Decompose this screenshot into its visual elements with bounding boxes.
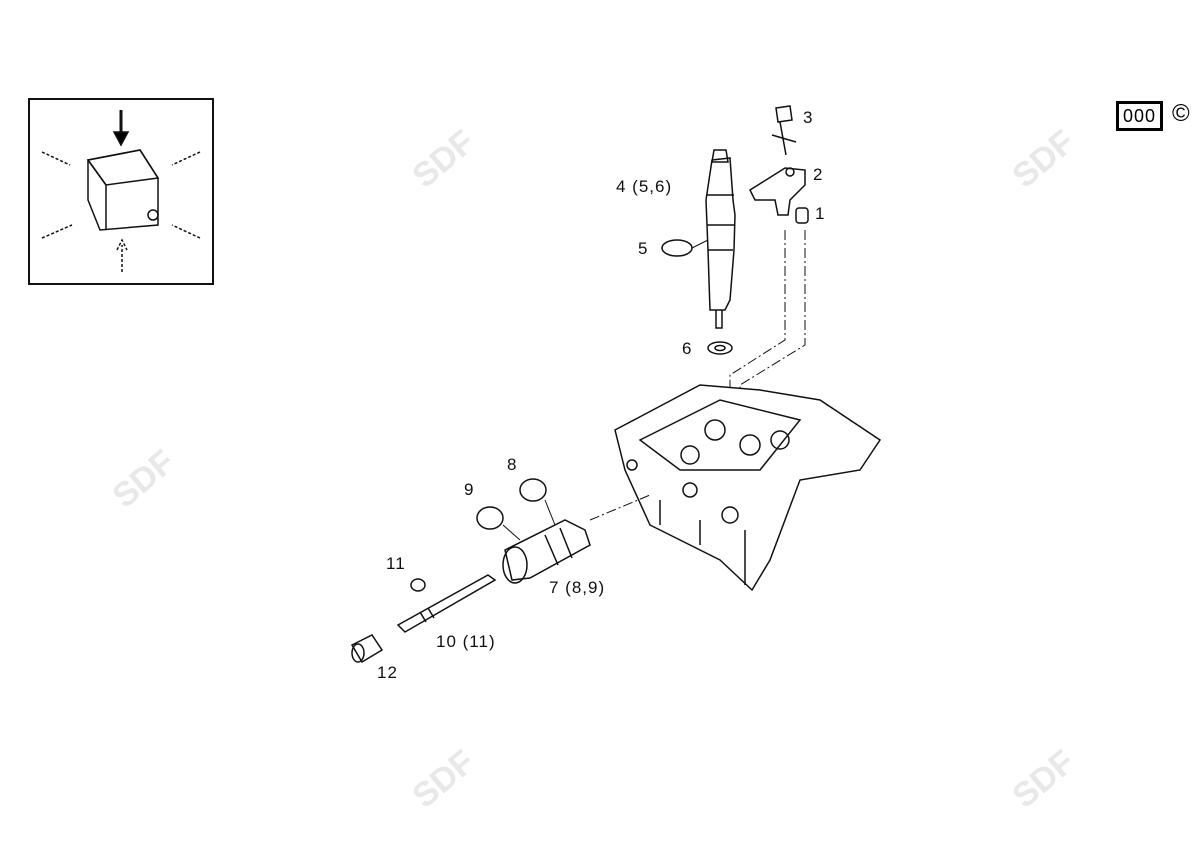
- copyright-icon: ©: [1172, 100, 1190, 127]
- callout-3: 3: [803, 108, 814, 127]
- cap-1: [795, 207, 809, 224]
- o-ring-5: [661, 239, 693, 257]
- callout-9: 9: [464, 480, 475, 499]
- o-ring-11: [410, 578, 426, 592]
- pipe-10: [396, 574, 497, 633]
- pressure-pipe-connector-7: [502, 519, 591, 584]
- callout-1: 1: [815, 204, 826, 223]
- callout-11: 11: [386, 554, 406, 573]
- clamp-2: [749, 167, 806, 216]
- callout-6: 6: [682, 339, 693, 358]
- o-ring-9: [476, 506, 504, 530]
- orientation-inset: [28, 98, 214, 285]
- callout-12: 12: [377, 663, 398, 682]
- washer-6: [707, 341, 733, 355]
- callout-7: 7 (8,9): [549, 578, 606, 597]
- callout-4: 4 (5,6): [616, 177, 673, 196]
- reference-box: 000: [1116, 101, 1164, 131]
- callout-10: 10 (11): [436, 632, 496, 651]
- o-ring-8: [519, 478, 547, 502]
- cylinder-head: [614, 384, 882, 592]
- bolt-3: [771, 105, 797, 156]
- callout-8: 8: [507, 455, 518, 474]
- callout-2: 2: [813, 165, 824, 184]
- nut-12: [350, 634, 384, 664]
- callout-5: 5: [638, 239, 649, 258]
- injector: [705, 149, 736, 329]
